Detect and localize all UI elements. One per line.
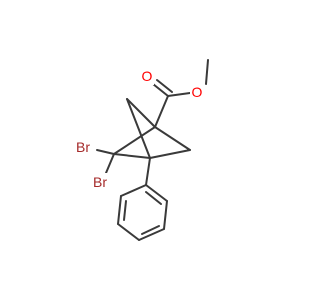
atom-label-o-carbonyl: O bbox=[142, 68, 153, 84]
bond-ring-inner-2 bbox=[141, 225, 160, 235]
bond-ring-inner-1 bbox=[123, 200, 127, 221]
bond-ring-5 bbox=[163, 200, 168, 230]
bond-c3-phenyl bbox=[145, 157, 151, 186]
bond-c1-c2 bbox=[126, 98, 156, 128]
bond-c5-br-upper bbox=[96, 149, 115, 155]
bond-carbonyl-double-1 bbox=[152, 83, 169, 97]
atom-label-br-upper: Br bbox=[76, 139, 90, 155]
bond-c1-c4 bbox=[154, 126, 191, 151]
bicyclopentane-cage bbox=[113, 98, 191, 159]
atom-labels: Br Br O O bbox=[73, 67, 204, 191]
bond-ring-6 bbox=[145, 184, 168, 202]
bond-ring-3 bbox=[117, 223, 140, 241]
phenyl-ring bbox=[117, 157, 168, 241]
bond-c2-c3 bbox=[126, 98, 151, 159]
dibromo-group bbox=[96, 149, 115, 174]
bond-c1-carbonyl-c bbox=[154, 95, 169, 128]
atom-label-br-lower: Br bbox=[93, 174, 107, 190]
bond-c5-c3 bbox=[113, 153, 151, 159]
bond-ring-2 bbox=[117, 195, 122, 225]
bond-c1-c5 bbox=[113, 126, 156, 155]
bond-c5-br-lower bbox=[105, 153, 115, 174]
bond-carbonyl-c-ester-o bbox=[167, 92, 191, 97]
bond-ring-1 bbox=[120, 184, 147, 197]
bond-ring-4 bbox=[138, 228, 165, 241]
methyl-ester-group bbox=[152, 59, 209, 128]
bond-carbonyl-double-2 bbox=[156, 79, 173, 93]
bond-ester-o-methyl bbox=[205, 59, 209, 85]
bond-ring-inner-3 bbox=[145, 191, 162, 205]
bond-c4-c3 bbox=[149, 149, 191, 159]
atom-label-o-ester: O bbox=[192, 84, 203, 100]
molecule-structure: Br Br O O bbox=[73, 59, 209, 241]
